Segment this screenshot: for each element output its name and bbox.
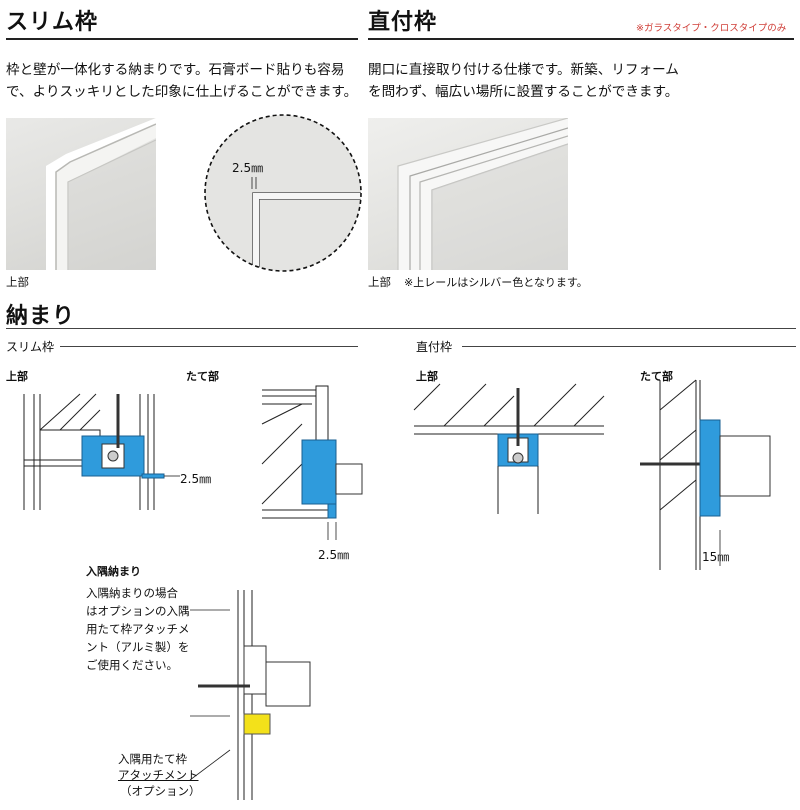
direct-side-label: たて部: [640, 370, 673, 383]
slim-detail-dimension: 2.5㎜: [232, 161, 264, 175]
direct-photo-caption: 上部: [368, 275, 391, 289]
fitting-section-rule: [6, 328, 796, 329]
direct-fitting-label: 直付枠: [416, 340, 453, 354]
slim-top-section-drawing: [23, 393, 180, 510]
slim-side-dimension: 2.5㎜: [318, 548, 350, 562]
corner-callout-line1: 入隅用たて枠: [118, 752, 187, 766]
slim-side-label: たて部: [186, 370, 219, 383]
slim-side-section-drawing: [261, 385, 363, 540]
slim-top-dimension: 2.5㎜: [180, 472, 212, 486]
slim-top-label: 上部: [6, 370, 28, 383]
direct-title-rule: [368, 38, 794, 40]
corner-text-line1: 入隅納まりの場合: [86, 586, 178, 600]
corner-text-line5: ご使用ください。: [86, 658, 178, 672]
slim-frame-corner-drawing: [6, 118, 156, 270]
corner-text-line2: はオプションの入隅: [86, 604, 190, 618]
corner-text-line4: ント（アルミ製）を: [86, 640, 190, 654]
direct-top-label: 上部: [416, 370, 438, 383]
slim-frame-photo: [6, 118, 156, 270]
direct-description-line2: を問わず、幅広い場所に設置することができます。: [368, 84, 679, 100]
direct-description-line1: 開口に直接取り付ける仕様です。新築、リフォーム: [368, 62, 679, 78]
direct-side-dimension: 15㎜: [702, 550, 730, 564]
direct-fitting-rule: [462, 346, 796, 347]
slim-frame-title: スリム枠: [6, 10, 99, 35]
corner-fitting-title: 入隅納まり: [86, 565, 141, 578]
slim-description-line1: 枠と壁が一体化する納まりです。石膏ボード貼りも容易: [6, 62, 345, 78]
direct-frame-corner-drawing: [397, 118, 568, 270]
slim-title-rule: [6, 38, 358, 40]
corner-callout-line3: （オプション）: [120, 784, 201, 798]
direct-top-section-drawing: [413, 383, 605, 514]
direct-side-section-drawing: [640, 379, 771, 570]
slim-fitting-label: スリム枠: [6, 340, 55, 354]
slim-frame-detail-circle: [204, 114, 362, 272]
corner-section-drawing: [189, 590, 311, 800]
direct-frame-title: 直付枠: [368, 10, 438, 35]
corner-callout-line2: アタッチメント: [118, 768, 199, 782]
slim-fitting-rule: [60, 346, 358, 347]
direct-frame-photo: [368, 118, 568, 270]
slim-description-line2: で、よりスッキリとした印象に仕上げることができます。: [6, 84, 358, 100]
direct-frame-note: ※ガラスタイプ・クロスタイプのみ: [636, 23, 787, 34]
slim-photo-caption: 上部: [6, 275, 29, 289]
fitting-section-title: 納まり: [6, 304, 76, 329]
direct-photo-note: ※上レールはシルバー色となります。: [404, 276, 588, 289]
corner-text-line3: 用たて枠アタッチメ: [86, 622, 190, 636]
